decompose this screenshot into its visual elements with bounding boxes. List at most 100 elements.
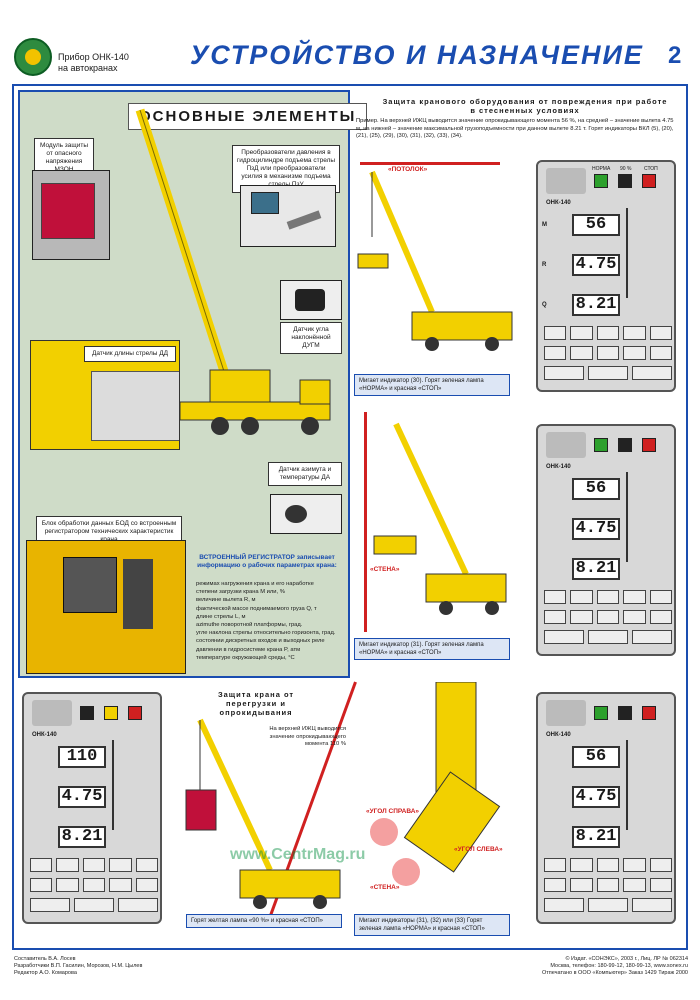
watermark: www.CentrMag.ru <box>230 846 366 863</box>
overload-title: Защита крана от перегрузки и опрокидыван… <box>217 690 295 717</box>
registrator-item: температуре окружающей среды, °С <box>196 654 295 661</box>
lamp-stop <box>642 174 656 188</box>
sonex-logo <box>14 38 52 76</box>
display-load: 8.21 <box>572 558 620 580</box>
lamp-group: НОРМА 90 % СТОП <box>590 166 664 196</box>
boom-sensor-callout: Датчик длины стрелы ДД <box>84 346 176 362</box>
indicator-model: ОНК-140 <box>546 464 571 470</box>
page-title: УСТРОЙСТВО И НАЗНАЧЕНИЕ <box>190 40 644 70</box>
lamp-group <box>76 698 150 728</box>
display-load: 8.21 <box>572 826 620 848</box>
indicator-button-row[interactable] <box>544 878 673 892</box>
caption-angle: Мигают индикаторы (31), (32) или (33) Го… <box>354 914 510 936</box>
crane-wall-scene <box>373 422 507 615</box>
device-name: Прибор ОНК-140 <box>58 52 129 62</box>
scene2-truck <box>425 573 507 603</box>
overload-boom <box>197 718 273 872</box>
label-angle-right: «УГОЛ СПРАВА» <box>366 808 420 815</box>
lamp-stop <box>642 438 656 452</box>
crane-truck-cab <box>299 379 331 405</box>
scene1-truck <box>411 311 513 341</box>
lamp-90-label: 90 % <box>620 166 632 172</box>
mini-crane-icon <box>626 208 668 298</box>
azimuth-sensor-callout: Датчик азимута и температуры ДА <box>268 462 342 486</box>
scene3-zone-right <box>370 818 398 846</box>
scene3-zone-left <box>392 858 420 886</box>
indicator-button-row[interactable] <box>544 610 673 624</box>
mini-crane-icon <box>626 472 668 562</box>
indicator-button-row[interactable] <box>544 326 673 340</box>
scene1-wheel <box>485 337 499 351</box>
registrator-item: степени загрузки крана М или, % <box>196 589 285 596</box>
indicator-button-row[interactable] <box>544 346 673 360</box>
registrator-list: режимах нагружения крана и его наработке… <box>196 580 346 662</box>
lamp-norm <box>594 438 608 452</box>
scene2-wheel <box>485 601 499 615</box>
display-load: 8.21 <box>572 294 620 316</box>
confined-example: Пример. На верхней ИЖЦ выводится значени… <box>356 118 674 139</box>
scene1-load <box>357 253 389 269</box>
page-number: 2 <box>668 42 682 69</box>
angle-sensor-callout: Датчик угла наклонённой ДУГМ <box>280 322 342 354</box>
scene2-boom <box>393 422 469 576</box>
overload-wheel <box>253 895 267 909</box>
indicator-button-row[interactable] <box>30 878 159 892</box>
indicator-button-row[interactable] <box>544 898 672 912</box>
indicator-button-row[interactable] <box>30 858 159 872</box>
wheel-2 <box>241 417 259 435</box>
indicator-button-row[interactable] <box>544 630 672 644</box>
scene1-wheel <box>425 337 439 351</box>
ceiling-line <box>360 162 500 165</box>
m-label: М <box>542 222 547 228</box>
registrator-item: состоянии дискретных входов и выходных р… <box>196 638 325 645</box>
lamp-stop <box>642 706 656 720</box>
caption-overload: Горят желтая лампа «90 %» и красная «СТО… <box>186 914 342 928</box>
indicator-panel-2: ОНК-140 56 4.75 8.21 <box>536 424 676 656</box>
overload-wheel <box>313 895 327 909</box>
registrator-item: величине вылета R, м <box>196 597 256 604</box>
angle-sensor-photo <box>280 280 342 320</box>
registrator-item: azimuthe поворотной платформы, град. <box>196 622 303 629</box>
lamp-norm <box>594 174 608 188</box>
indicator-model: ОНК-140 <box>546 732 571 738</box>
indicator-button-row[interactable] <box>30 898 158 912</box>
overload-note: На верхней ИЖЦ выводится значение опроки… <box>269 726 346 747</box>
r-label: R <box>542 262 547 268</box>
lamp-stop <box>128 706 142 720</box>
overload-truck <box>239 869 341 899</box>
display-radius: 4.75 <box>572 786 620 808</box>
overload-load <box>185 789 217 831</box>
speaker-grille <box>32 700 72 726</box>
indicator-panel-3: ОНК-140 110 4.75 8.21 <box>22 692 162 924</box>
crane-ceiling-scene <box>357 170 513 351</box>
caption-wall: Мигает индикатор (31). Горят зеленая лам… <box>354 638 510 660</box>
lamp-stop-label: СТОП <box>644 166 658 172</box>
indicator-button-row[interactable] <box>544 858 673 872</box>
lamp-norm-label: НОРМА <box>592 166 611 172</box>
display-moment: 56 <box>572 746 620 768</box>
crane-boom-edge <box>139 109 231 391</box>
indicator-panel-4: ОНК-140 56 4.75 8.21 <box>536 692 676 924</box>
registrator-title: ВСТРОЕННЫЙ РЕГИСТРАТОР записывает информ… <box>197 554 337 569</box>
mini-crane-icon <box>112 740 154 830</box>
display-moment: 56 <box>572 478 620 500</box>
label-wall2: «СТЕНА» <box>370 884 400 891</box>
scene3-boom <box>403 771 501 873</box>
display-moment: 56 <box>572 214 620 236</box>
lamp-90 <box>618 706 632 720</box>
main-crane-illustration <box>135 108 331 435</box>
pressure-sensor-photo <box>240 185 336 247</box>
display-radius: 4.75 <box>572 254 620 276</box>
wheel-3 <box>301 417 319 435</box>
mini-crane-icon <box>626 740 668 830</box>
display-radius: 4.75 <box>58 786 106 808</box>
lamp-90 <box>104 706 118 720</box>
crane-cab <box>209 369 271 405</box>
indicator-button-row[interactable] <box>544 366 672 380</box>
display-load: 8.21 <box>58 826 106 848</box>
scene3-truck <box>435 682 477 793</box>
indicator-button-row[interactable] <box>544 590 673 604</box>
bod-photo <box>26 540 186 674</box>
speaker-grille <box>546 700 586 726</box>
device-title: Прибор ОНК-140 на автокранах <box>58 52 129 74</box>
